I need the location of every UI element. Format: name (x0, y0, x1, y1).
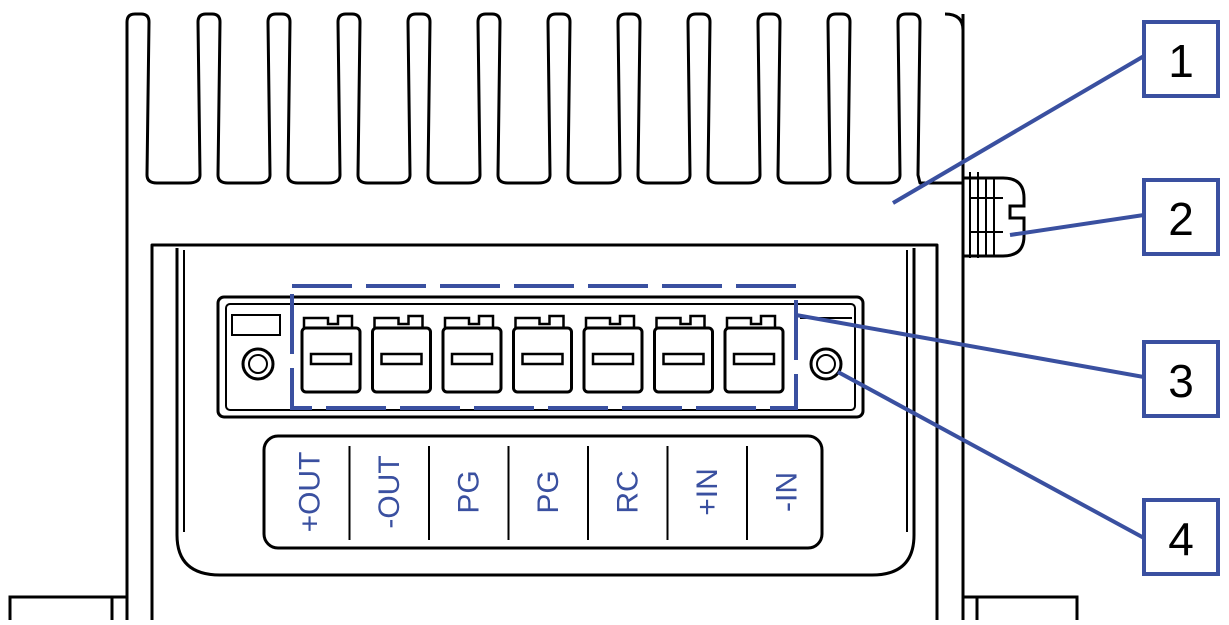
terminal-socket-slot (732, 352, 776, 366)
callout-line-1 (891, 54, 1146, 205)
callout-line-3 (795, 313, 1145, 379)
left-foot (8, 595, 129, 620)
terminal-socket (723, 314, 785, 394)
mounting-screw-right-inner (816, 354, 836, 374)
front-panel-inner-lines (183, 250, 908, 532)
terminal-socket (300, 314, 362, 394)
callout-number: 2 (1168, 193, 1194, 245)
terminal-label: +IN (691, 468, 724, 516)
terminal-socket-slot (662, 352, 705, 366)
front-panel-outline (175, 248, 916, 577)
front-panel (175, 248, 916, 577)
mounting-screw-left (241, 347, 275, 381)
terminal-label: PG (532, 470, 565, 513)
right-foot (961, 595, 1079, 620)
terminal-sockets (300, 314, 785, 394)
terminal-socket-latch (725, 314, 777, 328)
terminal-socket (512, 314, 573, 394)
terminal-socket-body (371, 326, 432, 394)
terminal-plate-inner (225, 303, 856, 411)
callout-boxes: 1 2 3 4 (1142, 20, 1220, 576)
mounting-feet (8, 595, 1079, 620)
terminal-socket-body (582, 326, 644, 394)
callout-4: 4 (1142, 498, 1220, 576)
callout-2: 2 (1142, 178, 1220, 256)
side-connector-body (961, 172, 1026, 258)
mounting-screws (241, 347, 843, 381)
terminal-socket-body (300, 326, 362, 394)
terminal-socket-body (653, 326, 714, 394)
terminal-socket (582, 314, 644, 394)
callout-1: 1 (1142, 20, 1220, 98)
terminal-plate-tab (231, 314, 281, 336)
terminal-socket-latch (443, 314, 495, 328)
callout-number: 1 (1168, 35, 1194, 87)
mounting-screw-left-inner (248, 354, 268, 374)
terminal-label-frame (262, 434, 824, 550)
terminal-block-highlight (290, 284, 798, 410)
side-connector-ribs (969, 172, 1003, 258)
terminal-label-texts: +OUT -OUT PG PG RC +IN -IN (293, 452, 803, 533)
terminal-socket-body (512, 326, 573, 394)
callout-3: 3 (1142, 340, 1220, 418)
terminal-label: +OUT (293, 452, 326, 533)
terminal-socket (371, 314, 432, 394)
callout-number: 4 (1168, 513, 1194, 565)
terminal-label-dividers (348, 446, 748, 540)
mounting-screw-right (809, 347, 843, 381)
callout-box (1142, 498, 1220, 576)
terminal-plate (216, 295, 865, 419)
callout-box (1142, 340, 1220, 418)
callout-number: 3 (1168, 355, 1194, 407)
terminal-socket-body (441, 326, 503, 394)
terminal-label: PG (452, 470, 485, 513)
heatsink-body-inner (150, 243, 939, 620)
terminal-socket-slot (309, 352, 353, 366)
terminal-socket-slot (521, 352, 564, 366)
heatsink-fins (125, 12, 965, 185)
terminal-label: -IN (770, 472, 803, 512)
terminal-plate-outer (216, 295, 865, 419)
terminal-socket-slot (380, 352, 423, 366)
terminal-label: -OUT (373, 455, 406, 528)
terminal-socket-latch (302, 314, 354, 328)
terminal-label-box: +OUT -OUT PG PG RC +IN -IN (262, 434, 824, 550)
terminal-socket-latch (584, 314, 636, 328)
terminal-socket (653, 314, 714, 394)
terminal-socket-slot (591, 352, 635, 366)
terminal-socket-latch (655, 314, 706, 328)
side-connector (961, 172, 1026, 258)
terminal-socket-latch (373, 314, 424, 328)
callout-box (1142, 20, 1220, 98)
terminal-socket-latch (514, 314, 565, 328)
terminal-socket (441, 314, 503, 394)
callout-lines (795, 54, 1146, 540)
terminal-socket-body (723, 326, 785, 394)
callout-box (1142, 178, 1220, 256)
callout-line-4 (837, 370, 1145, 540)
terminal-socket-slot (450, 352, 494, 366)
callout-line-2 (1009, 213, 1145, 237)
terminal-label: RC (611, 470, 644, 513)
